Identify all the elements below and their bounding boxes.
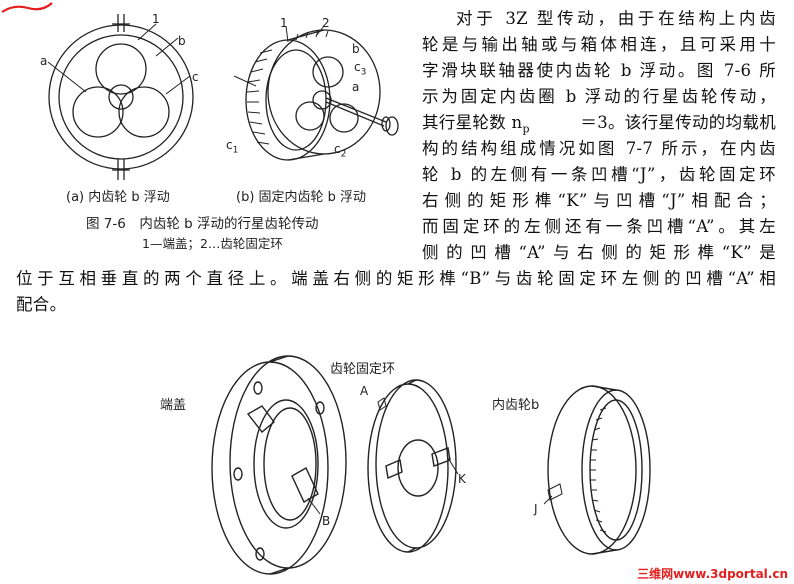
- fig-7-6a-label-1: 1: [152, 12, 160, 26]
- red-scribble-mark: [0, 0, 60, 20]
- fig-7-6a-caption: (a) 内齿轮 b 浮动: [66, 190, 170, 205]
- text-line-9: 而固定环的左侧还有一条凹槽“A”。其左: [422, 217, 776, 236]
- text-line-11: 位于互相垂直的两个直径上。端盖右侧的矩形榫“B”与齿轮固定环左侧的凹槽“A”相: [16, 269, 776, 288]
- fixed-ring-drawing: [356, 376, 466, 556]
- fig-7-6b-label-c3: c3: [354, 60, 367, 78]
- fig-7-6b-label-b: b: [352, 42, 360, 56]
- fig-7-6a-label-c: c: [192, 70, 199, 84]
- site-watermark: 三维网www.3dportal.cn: [637, 567, 788, 581]
- tenon-b-label: B: [322, 514, 331, 528]
- text-line-7: 轮 b 的左侧有一条凹槽“J”，齿轮固定环: [422, 165, 776, 184]
- fig-7-6b-label-1: 1: [280, 16, 288, 30]
- text-line-12: 配合。: [16, 295, 67, 314]
- fig-7-6-note: 1—端盖；2…齿轮固定环: [142, 236, 283, 251]
- fixed-ring-label: 齿轮固定环: [330, 362, 396, 377]
- text-line-4: 示为固定内齿圈 b 浮动的行星齿轮传动，: [422, 87, 776, 106]
- end-cover-label: 端盖: [160, 398, 187, 413]
- fig-7-6b-label-c2: c2: [334, 142, 347, 160]
- figure-7-6-a-diagram: [38, 14, 208, 184]
- text-line-6: 构的结构组成情况如图 7-7 所示，在内齿: [422, 139, 776, 158]
- internal-gear-drawing: [520, 380, 660, 560]
- text-line-3: 字滑块联轴器使内齿轮 b 浮动。图 7-6 所: [422, 61, 776, 80]
- notch-a-label: A: [360, 384, 369, 398]
- tenon-k-label: K: [458, 472, 466, 486]
- notch-j-label: J: [534, 502, 538, 516]
- fig-7-6b-caption: (b) 固定内齿轮 b 浮动: [236, 190, 367, 205]
- fig-7-6-title: 图 7-6 内齿轮 b 浮动的行星齿轮传动: [86, 216, 319, 232]
- fig-7-6b-label-2: 2: [322, 16, 330, 30]
- text-line-1: 对于 3Z 型传动，由于在结构上内齿: [456, 9, 776, 28]
- text-line-10: 侧的凹槽“A”与右侧的矩形榫“K”是: [422, 243, 776, 262]
- fig-7-6b-label-c1: c1: [226, 138, 239, 156]
- internal-gear-label: 内齿轮b: [492, 398, 540, 413]
- fig-7-6a-label-b: b: [178, 34, 186, 48]
- text-line-2: 轮是与输出轴或与箱体相连，且可采用十: [422, 35, 776, 54]
- figure-7-6-b-diagram: [226, 20, 406, 170]
- fig-7-6b-label-a: a: [352, 80, 360, 94]
- fig-7-6a-label-a: a: [40, 54, 48, 68]
- text-line-5: 其行星轮数 np＝3。该行星传动的均载机: [422, 113, 776, 136]
- end-cover-drawing: [200, 348, 350, 582]
- text-line-8: 右侧的矩形榫“K”与凹槽“J”相配合；: [422, 191, 776, 210]
